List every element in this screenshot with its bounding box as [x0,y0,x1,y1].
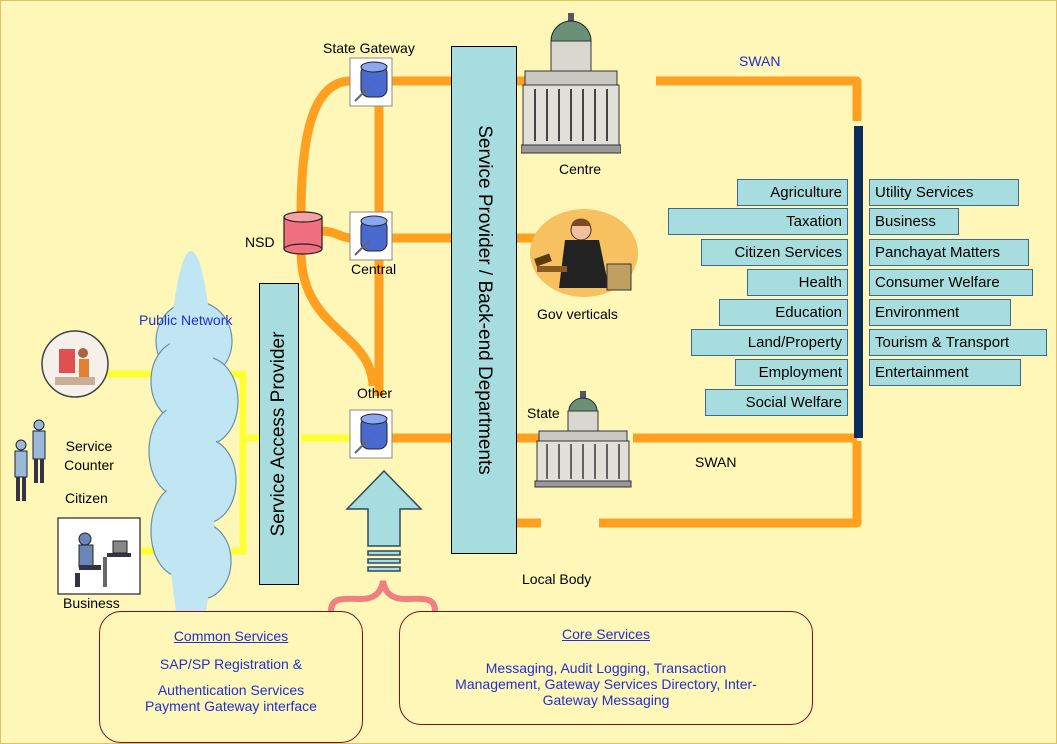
local-body-label: Local Body [522,571,592,587]
dept-environment: Environment [869,299,1011,326]
service-counter-photo [41,330,109,398]
dept-land-property: Land/Property [691,329,848,356]
brace [328,580,438,612]
state-gateway-db-icon [349,57,393,107]
dept-agriculture: Agriculture [737,179,848,206]
centre-label: Centre [559,161,602,177]
gov-verticals-judge-icon [530,209,638,297]
service-provider-backend-bar: Service Provider / Back-end Departments [451,46,517,554]
link-nsd-other [296,250,378,387]
common-services-line1: SAP/SP Registration & [159,656,303,672]
dept-business: Business [869,208,959,235]
service-access-provider-bar: Service Access Provider [259,283,299,585]
business-label: Business [63,595,120,611]
up-arrow [345,469,423,572]
dept-taxation: Taxation [668,208,848,235]
state-building-icon [534,391,632,488]
swan-top-label: SWAN [739,53,781,69]
business-computer-icon [57,517,141,595]
swan-bus [854,126,863,438]
other-label: Other [357,385,393,401]
service-counter-label: Service Counter [64,438,114,473]
dept-utility-services: Utility Services [869,179,1019,206]
link-local-body [516,441,862,528]
core-services-line3: Gateway Messaging [542,692,670,708]
swan-bottom-label: SWAN [695,454,737,470]
state-gateway-label: State Gateway [323,40,415,56]
dept-consumer-welfare: Consumer Welfare [869,269,1033,296]
public-network-label: Public Network [139,312,233,328]
core-services-line2: Management, Gateway Services Directory, … [455,676,757,692]
centre-building-icon [521,13,621,154]
gov-verticals-label: Gov verticals [537,306,618,322]
dept-tourism-transport: Tourism & Transport [869,329,1047,356]
state-label: State [527,405,560,421]
central-db-icon [349,211,393,261]
citizen-label: Citizen [65,490,108,506]
citizen-people-icon [14,419,46,501]
dept-education: Education [719,299,848,326]
common-services-box: Common Services SAP/SP Registration & Au… [99,611,363,743]
link-swan-top [656,76,862,121]
common-services-title[interactable]: Common Services [173,628,289,644]
central-label: Central [351,261,397,277]
dept-employment: Employment [735,359,848,386]
service-provider-backend-label: Service Provider / Back-end Departments [474,125,495,475]
core-services-line1: Messaging, Audit Logging, Transaction [485,660,727,676]
public-network-cloud [148,251,239,651]
other-db-icon [349,409,393,459]
common-services-line3: Payment Gateway interface [145,698,317,714]
dept-entertainment: Entertainment [869,359,1021,386]
core-services-box: Core Services Messaging, Audit Logging, … [399,611,813,725]
dept-social-welfare: Social Welfare [705,389,848,416]
nsd-label: NSD [245,234,275,250]
dept-health: Health [747,269,848,296]
dept-citizen-services: Citizen Services [701,239,848,266]
link-nsd-central [320,226,352,243]
dept-panchayat-matters: Panchayat Matters [869,239,1029,266]
nsd-database-icon [283,211,323,255]
service-access-provider-label: Service Access Provider [268,331,289,537]
common-services-line2: Authentication Services [157,682,305,698]
core-services-title[interactable]: Core Services [562,626,650,642]
link-nsd-state [296,76,352,217]
